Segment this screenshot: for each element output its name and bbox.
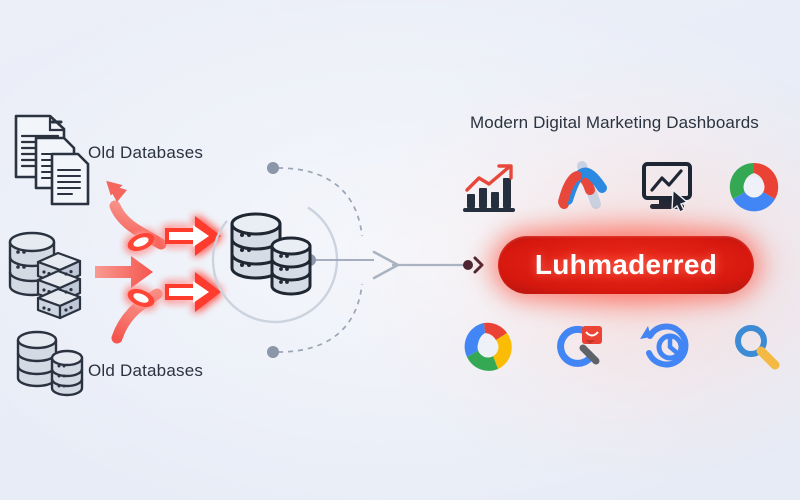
- analytics-crossmark-icon[interactable]: [552, 158, 610, 216]
- central-hub: [190, 150, 420, 370]
- chrome-donut-icon[interactable]: [460, 318, 518, 376]
- central-database-cluster-icon: [230, 212, 312, 296]
- badge-pill[interactable]: Luhmaderred: [498, 236, 754, 294]
- node-dot-top: [267, 162, 279, 174]
- refresh-analytics-icon[interactable]: [639, 318, 697, 376]
- brand-badge[interactable]: Luhmaderred: [470, 206, 784, 324]
- label-old-databases-bottom: Old Databases: [88, 361, 204, 380]
- database-cylinders-icon: [14, 328, 94, 400]
- badge-label: Luhmaderred: [534, 249, 718, 280]
- red-curved-arrow-up: [106, 180, 167, 250]
- documents-stack-icon: [8, 110, 94, 210]
- page-title: Modern Digital Marketing Dashboards: [470, 113, 759, 132]
- dashed-arc-top: [277, 167, 363, 237]
- database-servers-icon: [2, 228, 112, 320]
- magnifier-icon[interactable]: [728, 318, 786, 376]
- red-straight-arrow: [95, 256, 153, 288]
- red-arrow-group: [95, 170, 245, 344]
- glow-arrow-top: [127, 216, 221, 256]
- red-curved-arrow-down: [111, 288, 163, 344]
- bar-chart-growth-icon[interactable]: [462, 160, 520, 218]
- label-old-databases-top: Old Databases: [88, 143, 204, 162]
- glow-arrow-bottom: [127, 272, 221, 312]
- donut-chart-icon[interactable]: [726, 158, 784, 216]
- node-dot-bottom: [267, 346, 279, 358]
- search-console-icon[interactable]: [551, 318, 609, 376]
